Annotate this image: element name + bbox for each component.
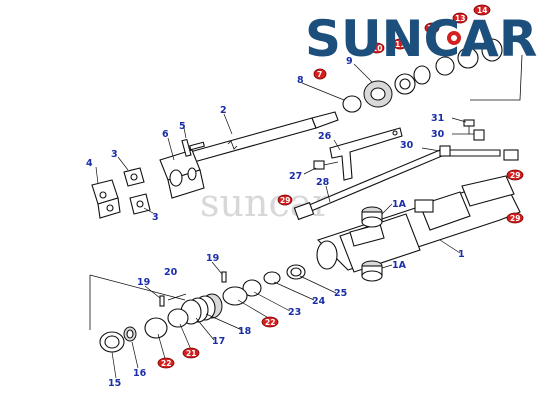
- ring-part-21: [167, 308, 189, 328]
- red-callout-14: 14: [473, 4, 491, 16]
- callout-18: 18: [238, 326, 252, 337]
- ring-part-23: [242, 279, 262, 297]
- callout-19-left: 19: [137, 277, 150, 288]
- callout-16: 16: [133, 368, 147, 379]
- red-callout-22-upper: 22: [261, 316, 279, 328]
- sleeve-part-25: [286, 264, 306, 280]
- yoke-part-6: [159, 149, 205, 199]
- svg-text:14: 14: [477, 6, 487, 15]
- red-callout-29-right-upper: 29: [506, 169, 524, 181]
- seal-part-22-upper: [222, 286, 248, 306]
- bearing-part-9: [363, 38, 503, 108]
- callout-17: 17: [212, 336, 225, 347]
- callout-15: 15: [108, 378, 121, 389]
- svg-text:22: 22: [265, 318, 275, 327]
- callout-9: 9: [346, 56, 353, 67]
- spider-part-3a: [123, 167, 145, 187]
- bolt-part-27: [313, 160, 339, 170]
- bushing-part-16: [123, 326, 137, 342]
- callout-30-left: 30: [400, 140, 414, 151]
- block-part-4: [91, 179, 121, 219]
- ring-part-15: [99, 331, 125, 353]
- shaft-part-2: [189, 111, 339, 163]
- frame-line-left: [89, 274, 186, 301]
- logo-gear-icon: [447, 31, 461, 45]
- svg-text:22: 22: [161, 359, 171, 368]
- red-callout-29-right-lower: 29: [506, 212, 524, 224]
- red-callout-12: 12: [424, 22, 440, 34]
- callout-6: 6: [162, 129, 169, 140]
- clip-part-30a: [473, 129, 485, 141]
- suncar-logo: SUNCAR: [305, 10, 537, 68]
- callout-3-upper: 3: [111, 149, 118, 160]
- svg-text:29: 29: [510, 171, 520, 180]
- svg-text:10: 10: [372, 44, 382, 53]
- callout-20: 20: [164, 267, 178, 278]
- callout-1: 1: [458, 249, 465, 260]
- svg-text:11: 11: [395, 40, 405, 49]
- callout-2: 2: [220, 105, 227, 116]
- callout-28: 28: [316, 177, 330, 188]
- red-callout-29-left: 29: [277, 194, 293, 206]
- cap-part-1a-upper: [361, 206, 383, 228]
- callout-19-right: 19: [206, 253, 219, 264]
- watermark: suncar: [200, 181, 331, 225]
- clip-part-30b: [439, 145, 451, 157]
- leader-lines: [95, 63, 474, 379]
- svg-text:21: 21: [186, 349, 196, 358]
- bolt-part-5: [181, 138, 205, 157]
- callout-26: 26: [318, 131, 332, 142]
- svg-text:29: 29: [280, 196, 290, 205]
- callout-1a-lower: 1A: [392, 260, 407, 271]
- washer-part-20: [167, 293, 187, 301]
- spider-part-3b: [129, 193, 151, 215]
- svg-text:7: 7: [317, 70, 322, 79]
- callout-23: 23: [288, 307, 301, 318]
- callout-30-right: 30: [431, 129, 445, 140]
- red-callout-13: 13: [452, 12, 468, 24]
- callout-8: 8: [297, 75, 304, 86]
- callout-24: 24: [312, 296, 326, 307]
- rod-part-28: [293, 149, 501, 221]
- frame-line-top-right: [470, 54, 523, 101]
- red-callout-11: 11: [392, 38, 408, 50]
- callout-3-lower: 3: [152, 212, 159, 223]
- callout-25: 25: [334, 288, 347, 299]
- svg-text:12: 12: [427, 24, 437, 33]
- ring-part-24: [263, 271, 281, 285]
- callout-27: 27: [289, 171, 302, 182]
- logo-text: SUNCAR: [305, 10, 537, 68]
- callout-31: 31: [431, 113, 444, 124]
- cap-part-1a-lower: [361, 260, 383, 282]
- callout-4: 4: [86, 158, 93, 169]
- seal-part-22-lower: [144, 317, 168, 339]
- svg-text:13: 13: [455, 14, 465, 23]
- red-callout-21: 21: [182, 347, 200, 359]
- pin-part-19-left: [159, 295, 165, 307]
- red-callout-22-lower: 22: [157, 357, 175, 369]
- cylinder-housing-part-1: [316, 175, 521, 273]
- bolt-part-31: [463, 119, 475, 134]
- red-callout-10: 10: [369, 42, 385, 54]
- red-callout-7: 7: [313, 68, 327, 80]
- bracket-part-26: [329, 127, 403, 181]
- svg-text:29: 29: [510, 214, 520, 223]
- ring-part-8: [342, 95, 362, 113]
- clip-part-29-right: [503, 149, 519, 161]
- callout-5: 5: [179, 121, 186, 132]
- callout-1a-upper: 1A: [392, 199, 407, 210]
- pin-part-19-right: [221, 271, 227, 283]
